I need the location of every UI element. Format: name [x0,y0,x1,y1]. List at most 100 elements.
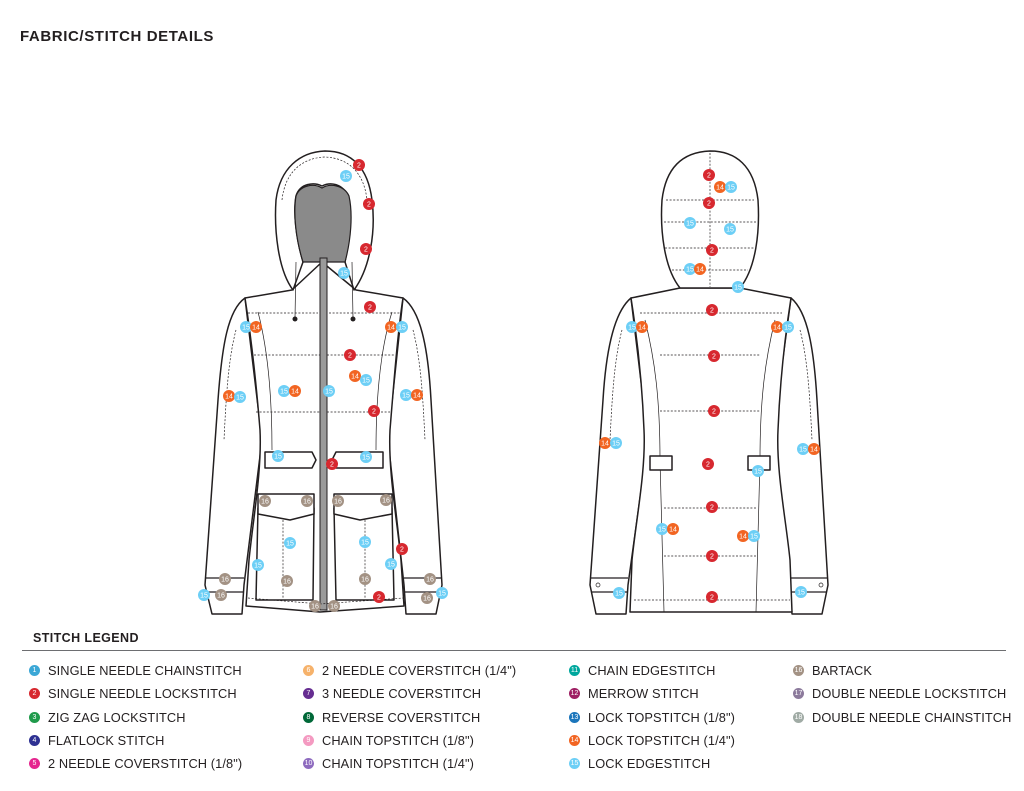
stitch-callout-dot-icon [250,321,262,333]
stitch-callout-dot-icon [797,443,809,455]
stitch-dot-icon: 4 [29,735,40,747]
stitch-callout-dot-icon [737,530,749,542]
stitch-callout-14: 14 [636,321,648,333]
stitch-callout-dot-icon [360,243,372,255]
jacket-technical-drawing: .o { fill:#ffffff; stroke:#231f20; strok… [198,150,829,615]
stitch-callout-dot-icon [706,304,718,316]
stitch-callout-2: 2 [706,501,718,513]
legend-label: CHAIN EDGESTITCH [588,663,716,679]
legend-label: ZIG ZAG LOCKSTITCH [48,709,186,725]
stitch-callout-number: 16 [330,604,338,611]
stitch-callout-number: 2 [372,409,376,416]
back-sleeve-stitch [609,329,813,441]
stitch-callout-number: 16 [217,593,225,600]
stitch-callout-2: 2 [353,159,365,171]
stitch-callout-dot-icon [363,198,375,210]
back-left-belt [649,455,673,471]
stitch-callout-dot-icon [234,391,246,403]
stitch-callout-dot-icon [725,181,737,193]
stitch-callout-dot-icon [349,370,361,382]
stitch-callout-15: 15 [748,530,760,542]
legend-item: 9 CHAIN TOPSTITCH (1/8") [303,729,516,752]
stitch-callout-dot-icon [795,586,807,598]
stitch-callout-14: 14 [223,390,235,402]
stitch-callout-2: 2 [703,197,715,209]
stitch-callout-14: 14 [599,437,611,449]
stitch-callout-15: 15 [360,451,372,463]
stitch-callout-2: 2 [396,543,408,555]
stitch-callout-number: 15 [726,227,734,234]
stitch-callout-number: 16 [423,596,431,603]
stitch-callout-number: 16 [334,499,342,506]
stitch-callout-number: 14 [696,267,704,274]
stitch-callout-15: 15 [436,587,448,599]
stitch-callout-2: 2 [363,198,375,210]
stitch-callout-16: 16 [421,592,433,604]
stitch-callout-14: 14 [250,321,262,333]
stitch-callout-dot-icon [364,301,376,313]
stitch-callout-number: 2 [707,173,711,180]
stitch-callout-dot-icon [421,592,433,604]
stitch-callout-number: 15 [754,469,762,476]
cuff-snap [595,582,601,588]
stitch-callout-dot-icon [610,437,622,449]
stitch-callout-dot-icon [353,159,365,171]
legend-label: CHAIN TOPSTITCH (1/8") [322,733,475,749]
stitch-callout-dot-icon [694,263,706,275]
stitch-callout-number: 14 [413,393,421,400]
stitch-callout-number: 15 [200,593,208,600]
stitch-dot-icon: 9 [303,735,314,747]
stitch-callout-15: 15 [278,385,290,397]
stitch-callout-number: 15 [784,325,792,332]
stitch-callout-number: 15 [325,389,333,396]
back-body [629,287,793,613]
stitch-callout-number: 15 [280,389,288,396]
stitch-callout-dot-icon [613,587,625,599]
stitch-callout-number: 2 [712,409,716,416]
stitch-callout-dot-icon [360,451,372,463]
stitch-callout-15: 15 [400,389,412,401]
legend-title: STITCH LEGEND [33,631,139,645]
stitch-callout-number: 2 [400,547,404,554]
stitch-callout-2: 2 [368,405,380,417]
stitch-callout-15: 15 [684,217,696,229]
stitch-callout-dot-icon [703,197,715,209]
stitch-callout-14: 14 [289,385,301,397]
stitch-callout-number: 15 [750,534,758,541]
stitch-callout-number: 14 [773,325,781,332]
stitch-callout-number: 15 [612,441,620,448]
stitch-callout-dot-icon [424,573,436,585]
stitch-callout-dot-icon [323,385,335,397]
stitch-callout-14: 14 [714,181,726,193]
legend-label: SINGLE NEEDLE LOCKSTITCH [48,686,237,702]
stitch-callout-number: 2 [712,354,716,361]
front-quilting [254,354,394,413]
stitch-callout-number: 14 [739,534,747,541]
stitch-callout-dot-icon [724,223,736,235]
stitch-callout-number: 16 [221,577,229,584]
stitch-callout-dot-icon [198,589,210,601]
stitch-callout-dot-icon [328,600,340,612]
stitch-callout-number: 2 [710,248,714,255]
stitch-callout-15: 15 [795,586,807,598]
front-left-sleeve [204,297,263,615]
stitch-callout-number: 14 [601,441,609,448]
page-title: FABRIC/STITCH DETAILS [20,28,214,45]
stitch-callout-15: 15 [610,437,622,449]
legend-label: LOCK TOPSTITCH (1/4") [588,733,735,749]
legend-divider [22,650,1006,651]
stitch-dot-icon: 1 [29,665,40,677]
stitch-callout-number: 14 [716,185,724,192]
stitch-callout-dot-icon [219,573,231,585]
stitch-callout-15: 15 [272,450,284,462]
stitch-callout-14: 14 [411,389,423,401]
